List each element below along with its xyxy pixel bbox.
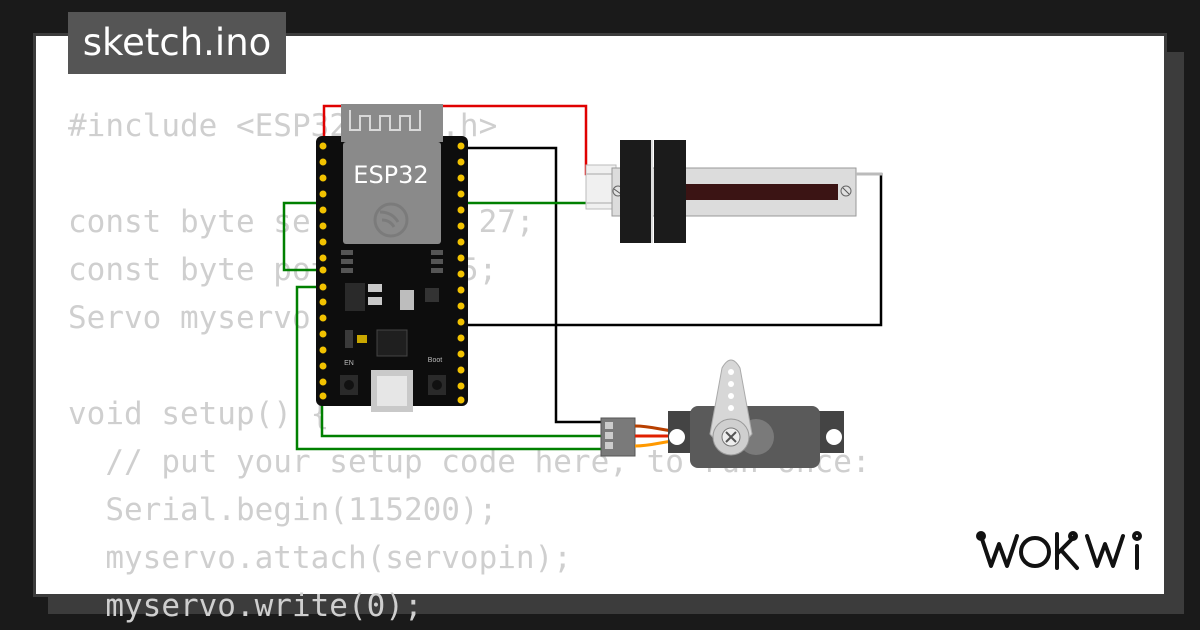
code-line: Serial.begin(115200);	[68, 492, 498, 528]
esp32-board[interactable]: ESP32	[316, 104, 468, 412]
preview-card: #include <ESP32Servo.h>const byte servop…	[33, 33, 1167, 624]
wire-servo-signal	[295, 285, 605, 451]
code-line: void setup() {	[68, 396, 330, 432]
servo-motor[interactable]	[600, 359, 844, 468]
boot-label: Boot	[428, 357, 442, 364]
potentiometer-slider-knob[interactable]	[620, 140, 686, 243]
slide-potentiometer[interactable]	[585, 140, 882, 243]
file-tab-label: sketch.ino	[82, 21, 272, 64]
chip-label: ESP32	[353, 161, 428, 189]
code-line: Servo myservo;	[68, 300, 330, 336]
en-button[interactable]	[340, 375, 358, 395]
servo-horn	[709, 359, 753, 456]
esp32-left-pins	[319, 142, 327, 400]
code-line: myservo.write(0);	[68, 588, 423, 624]
usb-port	[371, 370, 413, 412]
file-tab[interactable]: sketch.ino	[68, 12, 286, 74]
boot-button[interactable]	[428, 375, 446, 395]
wokwi-logo-icon	[976, 531, 1142, 570]
wire-servo-power	[320, 395, 605, 438]
en-label: EN	[344, 360, 354, 367]
esp32-right-pins	[457, 142, 465, 404]
wire-ground-board-to-servo	[468, 146, 605, 424]
espressif-logo-icon	[373, 202, 409, 238]
code-line: myservo.attach(servopin);	[68, 540, 572, 576]
